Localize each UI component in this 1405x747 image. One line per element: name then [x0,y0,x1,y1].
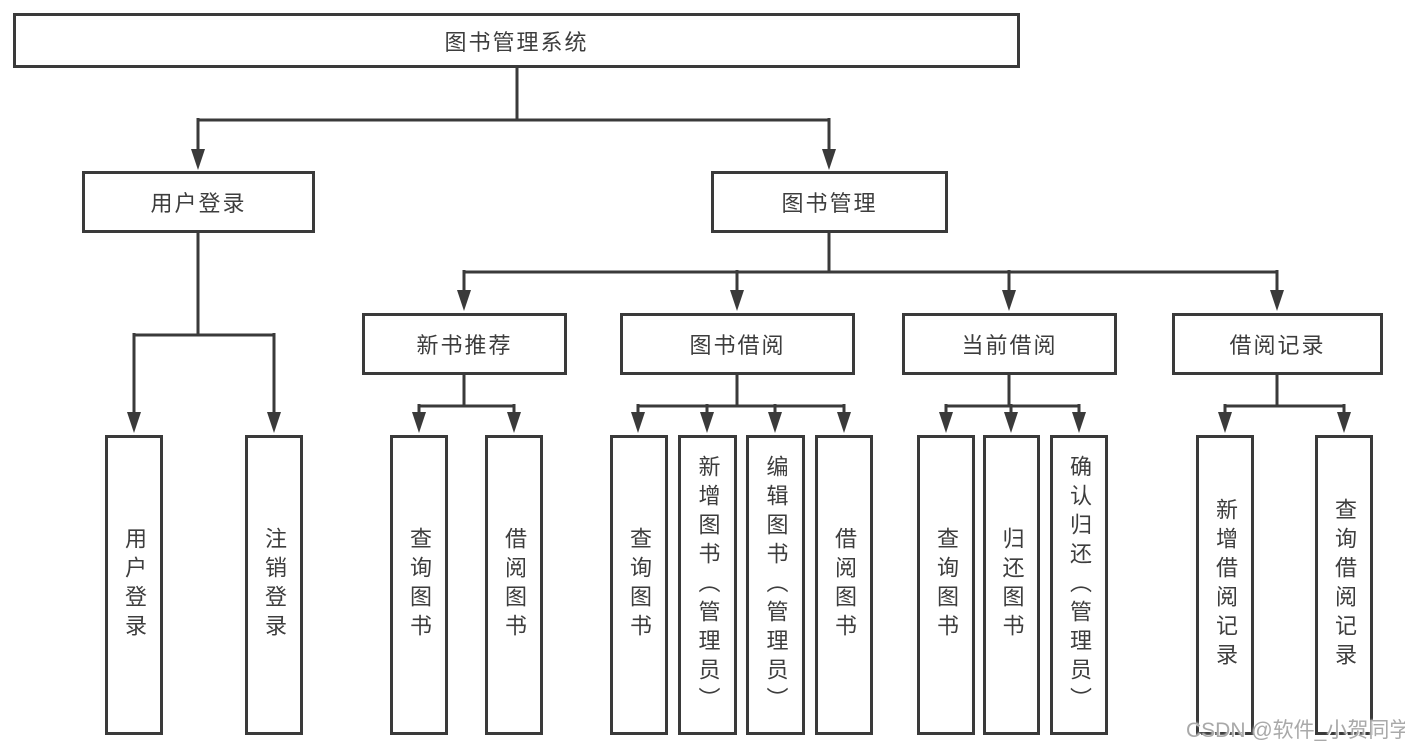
leaf-user-login: 用户登录 [105,435,163,735]
node-borrowing-records: 借阅记录 [1172,313,1383,375]
node-book-management: 图书管理 [711,171,948,233]
node-new-book-recommend: 新书推荐 [362,313,567,375]
node-new-book-recommend-label: 新书推荐 [416,333,513,358]
leaf-borrow-books-recommend: 借阅图书 [485,435,543,735]
node-user-login: 用户登录 [82,171,315,233]
leaf-query-books-current-label: 查询图书 [934,527,959,643]
leaf-query-borrow-record-label: 查询借阅记录 [1332,498,1357,672]
node-book-borrowing-label: 图书借阅 [689,333,786,358]
leaf-borrow-books-recommend-label: 借阅图书 [502,527,527,643]
node-book-borrowing: 图书借阅 [620,313,855,375]
node-borrowing-records-label: 借阅记录 [1229,333,1326,358]
leaf-confirm-return-admin-label: 确认归还（管理员） [1067,454,1092,716]
leaf-add-book-admin: 新增图书（管理员） [678,435,737,735]
node-current-borrowing: 当前借阅 [902,313,1117,375]
leaf-query-books-recommend: 查询图书 [390,435,448,735]
leaf-query-books-recommend-label: 查询图书 [407,527,432,643]
arrowhead-icons [127,149,1351,433]
node-current-borrowing-label: 当前借阅 [961,333,1058,358]
leaf-add-borrow-record-label: 新增借阅记录 [1213,498,1238,672]
leaf-return-books-label: 归还图书 [999,527,1025,643]
node-root-label: 图书管理系统 [444,29,589,55]
leaf-user-login-label: 用户登录 [122,527,147,643]
node-root: 图书管理系统 [13,13,1020,68]
node-user-login-label: 用户登录 [150,191,247,216]
leaf-logout: 注销登录 [245,435,303,735]
leaf-logout-label: 注销登录 [262,527,287,643]
leaf-add-book-admin-label: 新增图书（管理员） [695,454,721,716]
leaf-return-books: 归还图书 [983,435,1040,735]
leaf-edit-book-admin-label: 编辑图书（管理员） [763,454,789,716]
leaf-confirm-return-admin: 确认归还（管理员） [1050,435,1108,735]
leaf-query-books-borrowing: 查询图书 [610,435,668,735]
leaf-borrow-books-borrowing: 借阅图书 [815,435,873,735]
leaf-query-borrow-record: 查询借阅记录 [1315,435,1373,735]
leaf-borrow-books-borrowing-label: 借阅图书 [832,527,857,643]
leaf-query-books-current: 查询图书 [917,435,975,735]
leaf-add-borrow-record: 新增借阅记录 [1196,435,1254,735]
leaf-edit-book-admin: 编辑图书（管理员） [746,435,805,735]
watermark: CSDN @软件_小贺同学 [1186,719,1405,742]
node-book-management-label: 图书管理 [781,191,878,216]
leaf-query-books-borrowing-label: 查询图书 [627,527,652,643]
